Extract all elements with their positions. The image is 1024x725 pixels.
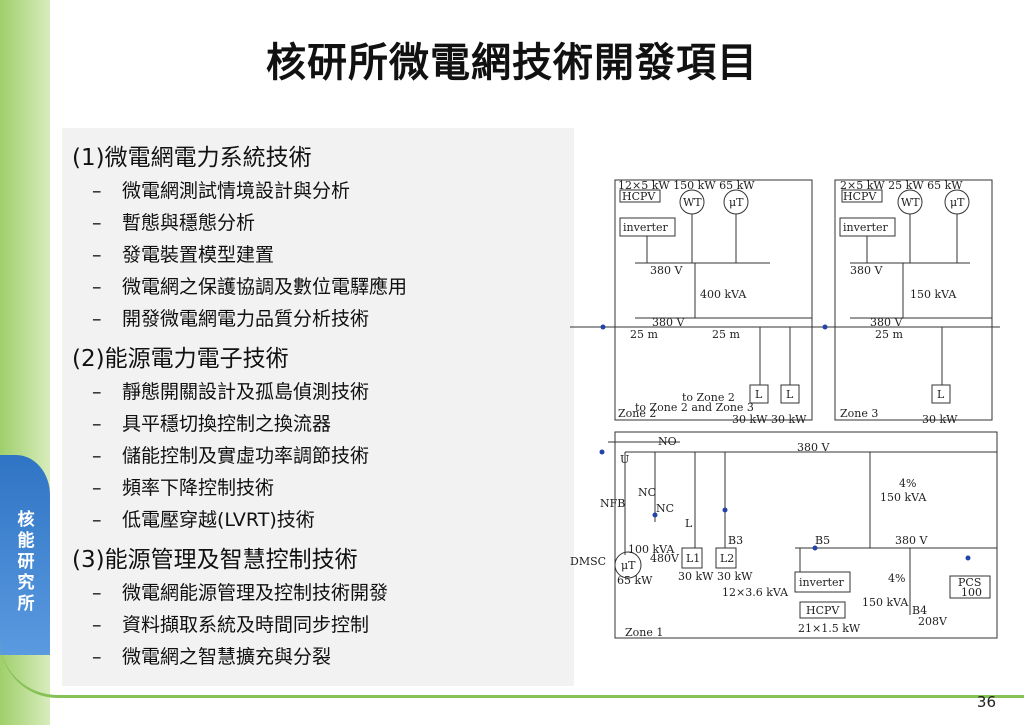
bullet-marker: – xyxy=(92,614,102,636)
bullet-marker: – xyxy=(92,381,102,403)
zone1-v208: 208V xyxy=(918,615,948,628)
zone2-load2: L xyxy=(786,388,794,401)
zone1-b5: B5 xyxy=(815,534,830,547)
bullet-marker: – xyxy=(92,180,102,202)
list-item: –頻率下降控制技術 xyxy=(92,475,572,502)
zone1-pcs100: 100 xyxy=(961,586,982,599)
zone1-kw30: 30 kW 30 kW xyxy=(678,570,753,583)
microgrid-diagram: 12×5 kW 150 kW 65 kW HCPV WT μT inverter… xyxy=(570,179,1000,639)
list-item: –儲能控制及實虛功率調節技術 xyxy=(92,443,572,470)
zone1-pv: 12×3.6 kVA xyxy=(722,586,789,599)
zone3-xfmr: 150 kVA xyxy=(910,288,957,301)
zone3-inverter: inverter xyxy=(843,221,889,234)
bullet-marker: – xyxy=(92,308,102,330)
section-heading: (2)能源電力電子技術 xyxy=(72,346,289,372)
zone1-kva100: 100 kVA xyxy=(628,543,675,556)
zone1-pct2: 4% xyxy=(888,572,905,585)
zone1-b4: B4 xyxy=(912,604,927,617)
section-heading: (1)微電網電力系統技術 xyxy=(72,145,312,171)
zone2-v380b: 380 V xyxy=(652,316,685,329)
list-item: –暫態與穩態分析 xyxy=(92,210,572,237)
zone1-hcpvkw: 21×1.5 kW xyxy=(798,622,861,635)
zone1-nfb: NFB xyxy=(600,497,625,510)
zone1-l2: L2 xyxy=(720,552,734,565)
zone1-kw65: 65 kW xyxy=(617,574,653,587)
zone3-label: Zone 3 xyxy=(840,407,878,420)
zone1-v380top: 380 V xyxy=(797,441,830,454)
zone1-dmsc: DMSC xyxy=(570,555,606,568)
content-background xyxy=(62,128,574,686)
zone1-pct1: 4% xyxy=(899,477,916,490)
bullet-marker: – xyxy=(92,477,102,499)
bullet-marker: – xyxy=(92,445,102,467)
zone2-note2: to Zone 2 and Zone 3 xyxy=(635,401,754,414)
bullet-marker: – xyxy=(92,276,102,298)
zone2-ut: μT xyxy=(729,196,744,209)
zone3-v380b: 380 V xyxy=(870,316,903,329)
bullet-marker: – xyxy=(92,509,102,531)
list-item: –低電壓穿越(LVRT)技術 xyxy=(92,507,572,534)
zone2-v380a: 380 V xyxy=(650,264,683,277)
zone3-kw: 30 kW xyxy=(922,413,958,426)
zone1-u: U xyxy=(620,453,629,466)
zone3-d25: 25 m xyxy=(875,328,903,341)
zone3-ut: μT xyxy=(950,196,965,209)
zone1-nc2: NC xyxy=(656,502,674,515)
bottom-decor-curve xyxy=(0,640,1024,698)
list-item: –資料擷取系統及時間同步控制 xyxy=(92,612,572,639)
zone1-box xyxy=(614,431,998,639)
section-heading: (3)能源管理及智慧控制技術 xyxy=(72,547,358,573)
zone2-xfmr: 400 kVA xyxy=(700,288,747,301)
bullet-marker: – xyxy=(92,646,102,668)
left-blue-tab xyxy=(0,455,50,655)
zone1-l1: L1 xyxy=(686,552,700,565)
page-number: 36 xyxy=(976,693,996,711)
zone2-hcpv: HCPV xyxy=(622,190,656,203)
zone2-d25a: 25 m xyxy=(630,328,658,341)
zone2-label: Zone 2 xyxy=(618,407,656,420)
zone2-header: 12×5 kW 150 kW 65 kW xyxy=(618,179,755,192)
zone1-v380mid: 380 V xyxy=(895,534,928,547)
bullet-marker: – xyxy=(92,413,102,435)
list-item: –微電網能源管理及控制技術開發 xyxy=(92,580,572,607)
zone1-v480: 480V xyxy=(650,552,680,565)
bullet-marker: – xyxy=(92,244,102,266)
zone1-inverter: inverter xyxy=(799,576,845,589)
zone3-load: L xyxy=(937,388,945,401)
side-label: 核能研究所 xyxy=(17,510,35,614)
zone3-hcpv: HCPV xyxy=(843,190,877,203)
zone1-no: NO xyxy=(658,435,677,448)
zone3-v380a: 380 V xyxy=(850,264,883,277)
list-item: –靜態開關設計及孤島偵測技術 xyxy=(92,379,572,406)
zone3-wt: WT xyxy=(901,196,920,209)
zone1-kva150a: 150 kVA xyxy=(880,491,927,504)
zone2-d25b: 25 m xyxy=(712,328,740,341)
zone2-load1: L xyxy=(755,388,763,401)
zone1-hcpv: HCPV xyxy=(806,604,840,617)
zone2-note: to Zone 2 xyxy=(682,391,735,404)
list-item: –發電裝置模型建置 xyxy=(92,242,572,269)
zone1-label: Zone 1 xyxy=(625,626,663,639)
zone3-header: 2×5 kW 25 kW 65 kW xyxy=(840,179,963,192)
list-item: –開發微電網電力品質分析技術 xyxy=(92,306,572,333)
list-item: –微電網測試情境設計與分析 xyxy=(92,178,572,205)
bullet-marker: – xyxy=(92,212,102,234)
list-item: –具平穩切換控制之換流器 xyxy=(92,411,572,438)
zone3-box xyxy=(834,179,993,421)
content-list: (1)微電網電力系統技術 –微電網測試情境設計與分析 –暫態與穩態分析 –發電裝… xyxy=(72,132,572,676)
list-item: –微電網之保護協調及數位電驛應用 xyxy=(92,274,572,301)
zone1-l: L xyxy=(685,517,693,530)
zone2-wt: WT xyxy=(683,196,702,209)
zone2-box xyxy=(614,179,813,421)
zone1-ut: μT xyxy=(621,559,636,572)
list-item: –微電網之智慧擴充與分裂 xyxy=(92,644,572,671)
zone1-kva150b: 150 kVA xyxy=(862,596,909,609)
zone1-b3: B3 xyxy=(728,534,743,547)
slide-title: 核研所微電網技術開發項目 xyxy=(266,40,758,86)
zone2-kw: 30 kW 30 kW xyxy=(732,413,807,426)
bullet-marker: – xyxy=(92,582,102,604)
zone2-inverter: inverter xyxy=(623,221,669,234)
zone1-pcs: PCS xyxy=(958,576,981,589)
zone1-nc1: NC xyxy=(638,486,656,499)
